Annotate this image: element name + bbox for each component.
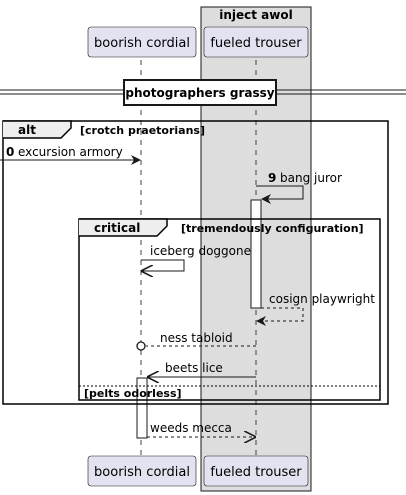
critical-fragment: critical [tremendously configuration] [p… bbox=[78, 218, 381, 401]
message-label: cosign playwright bbox=[269, 292, 375, 306]
message-label: weeds mecca bbox=[150, 421, 232, 435]
alt-keyword: alt bbox=[18, 123, 36, 137]
message-iceberg-doggone: iceberg doggone bbox=[141, 244, 251, 271]
box-title: inject awol bbox=[219, 8, 292, 22]
activation-bar-fueled-trouser bbox=[250, 199, 262, 309]
message-label: iceberg doggone bbox=[150, 244, 251, 258]
participant-boorish-cordial-bottom[interactable]: boorish cordial bbox=[87, 455, 197, 487]
message-label: ness tabloid bbox=[160, 331, 233, 345]
divider-label: photographers grassy bbox=[125, 86, 274, 100]
alt-else-condition: [pelts odorless] bbox=[84, 387, 182, 400]
participant-boorish-cordial-top[interactable]: boorish cordial bbox=[87, 26, 197, 58]
activation-bar-boorish-cordial bbox=[136, 377, 148, 439]
message-number: 0 bbox=[6, 145, 14, 159]
participant-label: boorish cordial bbox=[94, 465, 190, 480]
participant-label: boorish cordial bbox=[94, 36, 190, 51]
message-ness-tabloid: ness tabloid bbox=[136, 331, 256, 351]
message-label: bang juror bbox=[280, 171, 342, 185]
message-beets-lice: beets lice bbox=[148, 361, 256, 377]
critical-keyword: critical bbox=[94, 221, 140, 235]
message-weeds-mecca: weeds mecca bbox=[147, 421, 255, 437]
message-label: beets lice bbox=[165, 361, 223, 375]
message-bang-juror: 9 bang juror bbox=[256, 171, 342, 204]
participant-fueled-trouser-top[interactable]: fueled trouser bbox=[203, 26, 309, 58]
participant-label: fueled trouser bbox=[210, 465, 302, 480]
message-excursion-armory: 0 excursion armory bbox=[0, 145, 141, 165]
participant-label: fueled trouser bbox=[210, 36, 302, 51]
message-cosign-playwright: cosign playwright bbox=[256, 292, 375, 326]
message-label: excursion armory bbox=[18, 145, 123, 159]
open-circle-end bbox=[136, 341, 146, 351]
alt-fragment: alt [crotch praetorians] bbox=[2, 120, 389, 405]
divider: photographers grassy bbox=[0, 79, 406, 106]
message-number: 9 bbox=[268, 171, 276, 185]
participant-fueled-trouser-bottom[interactable]: fueled trouser bbox=[203, 455, 309, 487]
critical-condition: [tremendously configuration] bbox=[181, 222, 364, 235]
alt-condition: [crotch praetorians] bbox=[80, 124, 205, 137]
